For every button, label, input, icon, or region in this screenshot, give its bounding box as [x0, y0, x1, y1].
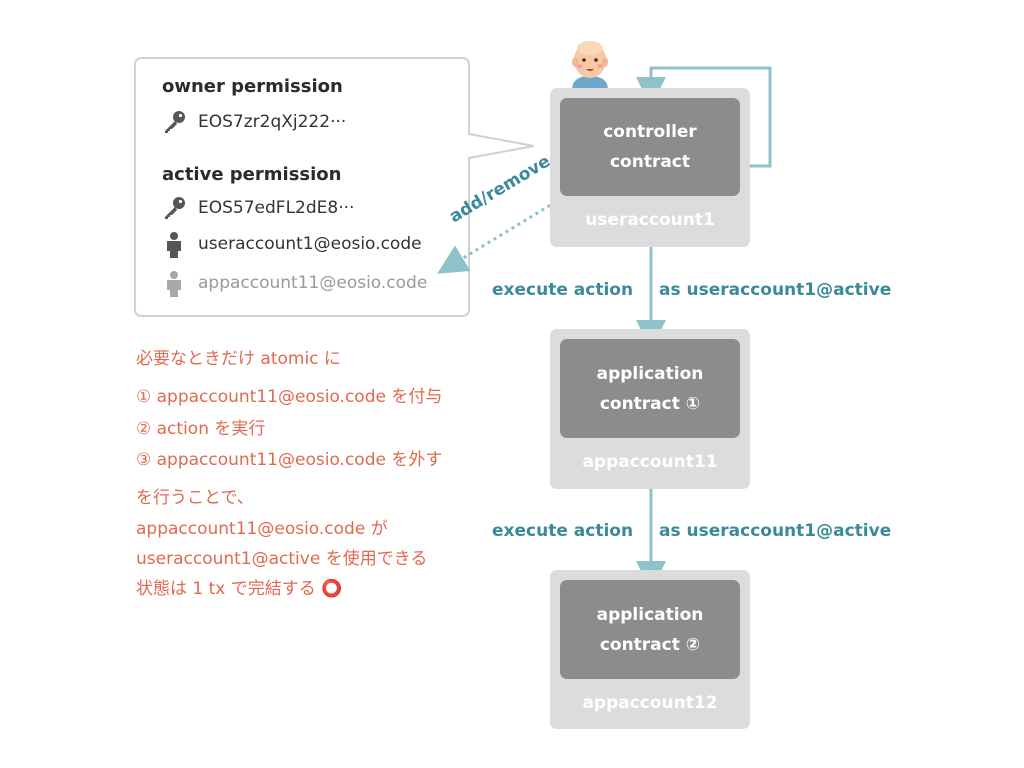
flow-label-right: as useraccount1@active	[659, 521, 892, 541]
note-line-5: appaccount11@eosio.code が	[136, 519, 388, 539]
note-line-6: useraccount1@active を使用できる	[136, 549, 428, 569]
active-permission-title: active permission	[162, 164, 342, 185]
add-remove-arrow	[437, 196, 563, 274]
contract-label-line1: controller	[603, 122, 697, 142]
active-key-value: EOS57edFL2dE8···	[198, 198, 355, 218]
account-name-label: useraccount1	[585, 210, 715, 230]
owner-key-value: EOS7zr2qXj222···	[198, 112, 347, 132]
active-account-row-2: appaccount11@eosio.code	[162, 271, 428, 297]
person-avatar-icon	[566, 38, 614, 90]
note-step-2: ② action を実行	[136, 419, 266, 439]
note-line-7: 状態は 1 tx で完結する ⭕	[136, 579, 343, 599]
contract-label-line2: contract ②	[599, 634, 701, 655]
contract-label-line1: application	[596, 604, 704, 625]
person-icon	[162, 232, 186, 258]
application-contract-1-box[interactable]: application contract ①	[560, 339, 740, 438]
owner-key-row: EOS7zr2qXj222···	[162, 110, 346, 134]
note-step-1: ① appaccount11@eosio.code を付与	[136, 387, 443, 407]
note-line-4: を行うことで、	[136, 488, 254, 508]
account-name-label: appaccount11	[582, 452, 718, 472]
note-step-3: ③ appaccount11@eosio.code を外す	[136, 450, 443, 470]
owner-permission-title: owner permission	[162, 76, 343, 97]
self-loop-arrow	[636, 66, 772, 168]
person-icon	[162, 271, 186, 297]
note-heading: 必要なときだけ atomic に	[136, 349, 341, 369]
flow-label-right: as useraccount1@active	[659, 280, 892, 300]
active-account-row-1: useraccount1@eosio.code	[162, 232, 422, 258]
contract-label-line2: contract	[609, 152, 691, 172]
flow-label-left: execute action	[492, 280, 634, 300]
application-contract-2-box[interactable]: application contract ②	[560, 580, 740, 679]
controller-contract-box[interactable]: controller contract	[560, 98, 740, 196]
speech-bubble-outline	[134, 57, 535, 317]
key-icon	[162, 196, 186, 220]
key-icon	[162, 110, 186, 134]
flow-label-left: execute action	[492, 521, 634, 541]
account-name-label: appaccount12	[582, 693, 718, 713]
contract-label-line2: contract ①	[599, 393, 701, 414]
active-account-value-2: appaccount11@eosio.code	[198, 273, 428, 293]
active-account-value-1: useraccount1@eosio.code	[198, 234, 422, 254]
contract-label-line1: application	[596, 363, 704, 384]
active-key-row: EOS57edFL2dE8···	[162, 196, 354, 220]
